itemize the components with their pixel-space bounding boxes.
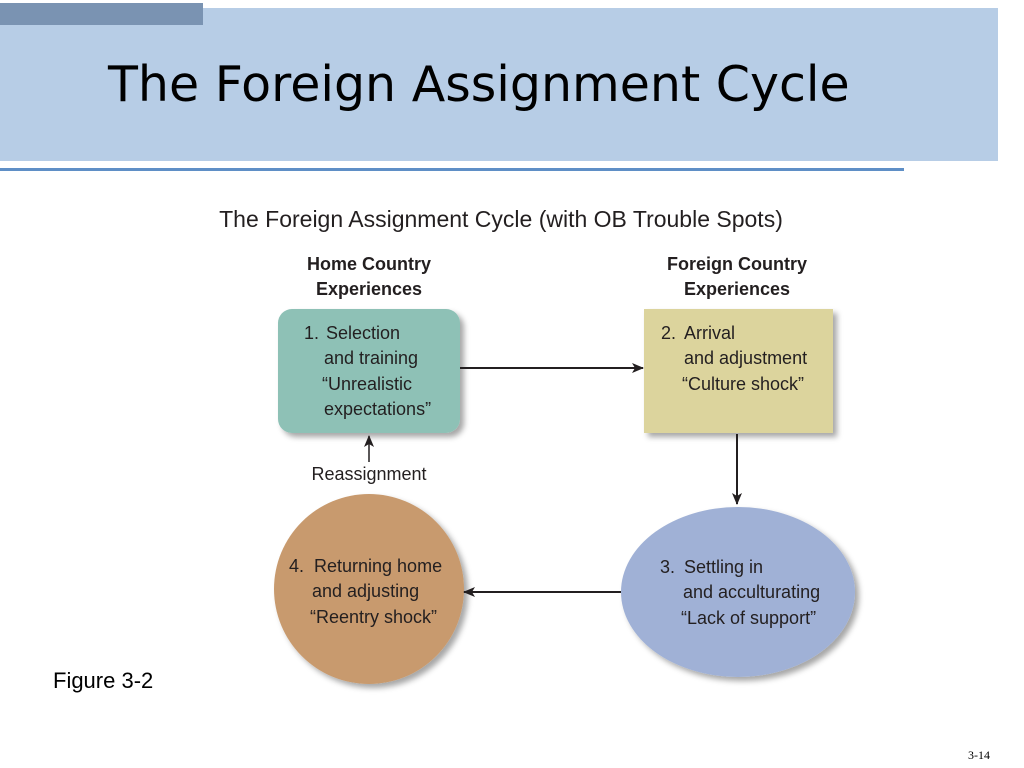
- stage-1-line-2: and training: [324, 348, 418, 368]
- stage-2-number: 2.: [661, 323, 676, 343]
- header-accent-tab: [0, 3, 203, 25]
- diagram-title: The Foreign Assignment Cycle (with OB Tr…: [219, 206, 783, 232]
- stage-4-number: 4.: [289, 556, 304, 576]
- stage-3-settling-ellipse: 3. Settling in and acculturating “Lack o…: [621, 507, 855, 677]
- stage-4-line-3: “Reentry shock”: [310, 607, 437, 627]
- stage-1-selection-box: 1. Selection and training “Unrealistic e…: [278, 309, 460, 433]
- stage-4-shape: [274, 494, 464, 684]
- foreign-country-header-line-2: Experiences: [684, 279, 790, 299]
- stage-2-line-3: “Culture shock”: [682, 374, 804, 394]
- stage-4-line-2: and adjusting: [312, 581, 419, 601]
- foreign-country-header-line-1: Foreign Country: [667, 254, 807, 274]
- stage-1-line-4: expectations”: [324, 399, 431, 419]
- page-number: 3-14: [968, 748, 990, 762]
- reassignment-label: Reassignment: [311, 464, 426, 484]
- stage-1-number: 1.: [304, 323, 319, 343]
- header-band: [0, 8, 998, 161]
- stage-4-line-1: Returning home: [314, 556, 442, 576]
- stage-3-number: 3.: [660, 557, 675, 577]
- stage-4-returning-circle: 4. Returning home and adjusting “Reentry…: [274, 494, 464, 684]
- home-country-header-line-2: Experiences: [316, 279, 422, 299]
- stage-2-line-2: and adjustment: [684, 348, 807, 368]
- stage-1-shape: [278, 309, 460, 433]
- foreign-country-header: Foreign Country Experiences: [667, 254, 807, 299]
- header-divider: [0, 168, 904, 171]
- stage-2-line-1: Arrival: [684, 323, 735, 343]
- home-country-header-line-1: Home Country: [307, 254, 431, 274]
- stage-3-line-3: “Lack of support”: [681, 608, 816, 628]
- stage-1-line-1: Selection: [326, 323, 400, 343]
- figure-label: Figure 3-2: [53, 668, 154, 693]
- home-country-header: Home Country Experiences: [307, 254, 431, 299]
- stage-3-line-1: Settling in: [684, 557, 763, 577]
- stage-3-shape: [621, 507, 855, 677]
- stage-1-line-3: “Unrealistic: [322, 374, 412, 394]
- slide-title: The Foreign Assignment Cycle: [108, 56, 850, 113]
- stage-2-arrival-box: 2. Arrival and adjustment “Culture shock…: [644, 309, 833, 433]
- stage-2-shape: [644, 309, 833, 433]
- stage-3-line-2: and acculturating: [683, 582, 820, 602]
